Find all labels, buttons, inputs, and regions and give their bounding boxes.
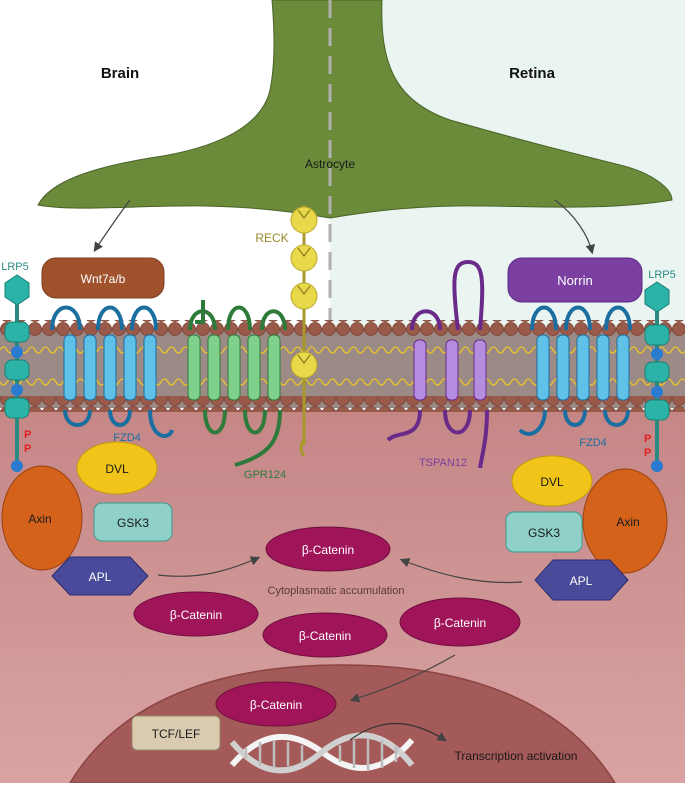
beta-catenin-lower-middle-label: β-Catenin (299, 629, 351, 643)
astrocyte-label: Astrocyte (305, 157, 355, 171)
gsk3-left-label: GSK3 (117, 516, 149, 530)
beta-catenin-nuclear (215, 681, 337, 727)
tcf-lef-label: TCF/LEF (152, 727, 201, 741)
gsk3-right (505, 511, 583, 553)
beta-catenin-lower-right (399, 597, 521, 647)
lrp5-right (644, 281, 670, 472)
arrow-astrocyte-to-wnt (93, 199, 131, 252)
beta-catenin-lower-left-label: β-Catenin (170, 608, 222, 622)
cytoplasmatic-accumulation-label: Cytoplasmatic accumulation (268, 585, 405, 597)
gsk3-left (93, 502, 173, 542)
p-mark-left-1: P (24, 429, 31, 441)
fzd4-left-label: FZD4 (113, 432, 141, 444)
arrow-transcription (349, 723, 448, 742)
transcription-activation-label: Transcription activation (455, 749, 578, 763)
beta-catenin-center-label: β-Catenin (302, 543, 354, 557)
tspan12 (386, 259, 489, 469)
arrow-astrocyte-to-norrin (554, 199, 596, 255)
tcf-lef-box (131, 715, 221, 751)
astrocyte-shape (37, 0, 673, 219)
axin-right (582, 468, 668, 574)
reck-label: RECK (255, 231, 288, 245)
gsk3-right-label: GSK3 (528, 526, 560, 540)
gpr124-label: GPR124 (244, 469, 286, 481)
beta-catenin-lower-right-label: β-Catenin (434, 616, 486, 630)
fzd4-left (50, 305, 174, 438)
fzd4-right (518, 305, 632, 436)
heading-retina: Retina (509, 65, 556, 82)
gpr124 (187, 300, 287, 467)
wnt-ligand (41, 257, 165, 299)
p-mark-right-1: P (644, 433, 651, 445)
apl-left (51, 556, 149, 596)
p-mark-left-2: P (24, 443, 31, 455)
heading-brain: Brain (101, 65, 139, 82)
lrp5-left (4, 274, 30, 472)
tspan12-label: TSPAN12 (419, 457, 467, 469)
arrow-left-to-catenin (157, 556, 261, 577)
lrp5-right-label: LRP5 (648, 269, 676, 281)
dvl-right (511, 455, 593, 507)
wnt-label: Wnt7a/b (81, 272, 126, 286)
beta-catenin-center (265, 526, 391, 572)
apl-right-label: APL (570, 574, 593, 588)
dvl-right-label: DVL (540, 475, 564, 489)
apl-right (534, 559, 629, 601)
axin-left-label: Axin (28, 512, 51, 526)
fzd4-right-label: FZD4 (579, 437, 607, 449)
lrp5-left-label: LRP5 (1, 261, 29, 273)
dvl-left-label: DVL (105, 462, 129, 476)
norrin-label: Norrin (557, 273, 592, 288)
beta-catenin-nuclear-label: β-Catenin (250, 698, 302, 712)
apl-left-label: APL (89, 570, 112, 584)
axin-left (1, 465, 83, 571)
beta-catenin-lower-middle (262, 612, 388, 658)
reck-protein (290, 205, 318, 457)
arrow-right-to-catenin (399, 558, 523, 584)
axin-right-label: Axin (616, 515, 639, 529)
norrin-ligand (507, 257, 643, 303)
beta-catenin-lower-left (133, 591, 259, 637)
dvl-left (76, 441, 158, 495)
dna-helix (229, 732, 415, 774)
arrow-to-nucleus (349, 654, 456, 703)
p-mark-right-2: P (644, 447, 651, 459)
